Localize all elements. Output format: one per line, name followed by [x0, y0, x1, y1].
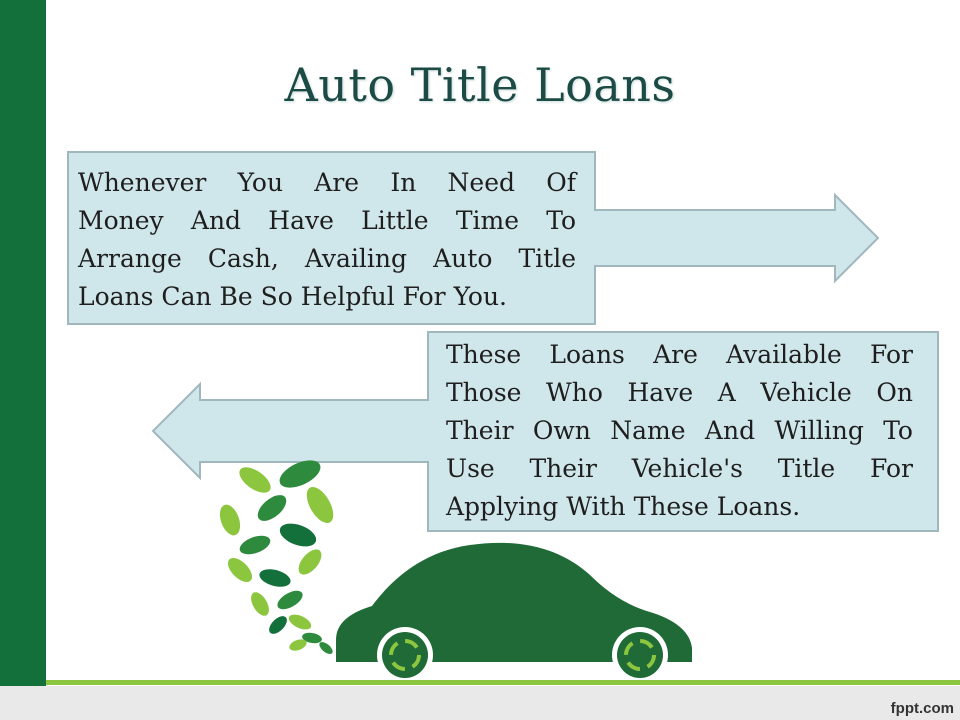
car-illustration — [336, 542, 692, 683]
callout-1-line: Money And Have Little Time To — [78, 206, 576, 235]
callout-2-line: Applying With These Loans. — [446, 492, 801, 521]
slide-title: Auto Title Loans — [284, 58, 676, 112]
bottom-accent-line — [46, 680, 960, 685]
callout-text-1: Whenever You Are In Need Of Money And Ha… — [78, 164, 576, 316]
footer-bar: fppt.com — [0, 686, 960, 720]
callout-2-line: These Loans Are Available For — [446, 340, 913, 369]
footer-brand: fppt.com — [890, 700, 954, 717]
callout-2-line: Use Their Vehicle's Title For — [446, 454, 913, 483]
callout-2-line: Those Who Have A Vehicle On — [446, 378, 913, 407]
left-arrow-callout — [151, 331, 939, 532]
leaves-illustration — [219, 460, 334, 654]
callout-1-line: Whenever You Are In Need Of — [78, 168, 576, 197]
callout-1-line: Loans Can Be So Helpful For You. — [78, 282, 508, 311]
right-arrow-callout — [67, 151, 880, 325]
callout-1-line: Arrange Cash, Availing Auto Title — [78, 244, 576, 273]
callout-2-line: Their Own Name And Willing To — [446, 416, 913, 445]
callout-text-2: These Loans Are Available For Those Who … — [446, 336, 913, 526]
left-accent-bar — [0, 0, 46, 686]
